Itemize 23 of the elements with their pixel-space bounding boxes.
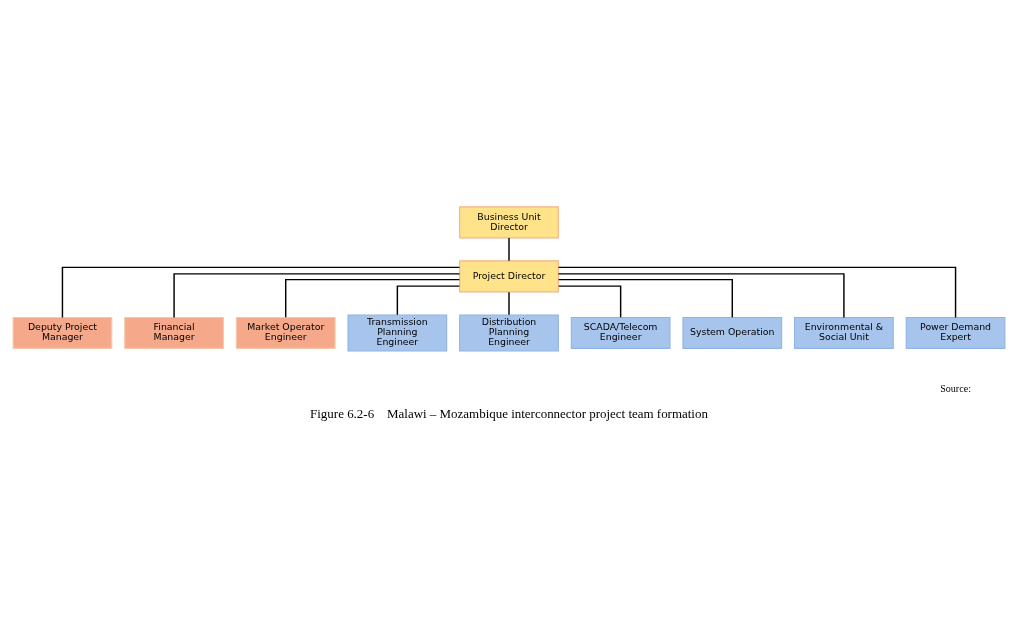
- node-box: Power Demand Expert: [905, 316, 1005, 349]
- connector: [507, 237, 510, 262]
- node-box: Environmental & Social Unit: [793, 316, 894, 349]
- label: Source:: [939, 383, 971, 395]
- node-box: Distribution Planning Engineer: [458, 314, 559, 352]
- connector: [557, 273, 845, 319]
- connector: [557, 285, 621, 319]
- caption: Figure 6.2-6 Malawi – Mozambique interconnector project team formation: [309, 406, 708, 422]
- connector: [172, 273, 460, 319]
- connector: [557, 266, 956, 319]
- node-box: Business Unit Director: [458, 206, 559, 239]
- connector: [507, 291, 510, 316]
- connector: [284, 278, 460, 318]
- node-box: Deputy Project Manager: [12, 316, 112, 349]
- node-box: Transmission Planning Engineer: [346, 314, 447, 352]
- connector: [557, 278, 733, 318]
- node-box: Project Director: [458, 260, 559, 293]
- connector: [61, 266, 460, 319]
- node-box: SCADA/Telecom Engineer: [570, 316, 670, 349]
- node-box: System Operation: [681, 316, 782, 349]
- connector: [396, 285, 460, 316]
- node-box: Financial Manager: [123, 316, 224, 349]
- node-box: Market Operator Engineer: [235, 316, 336, 349]
